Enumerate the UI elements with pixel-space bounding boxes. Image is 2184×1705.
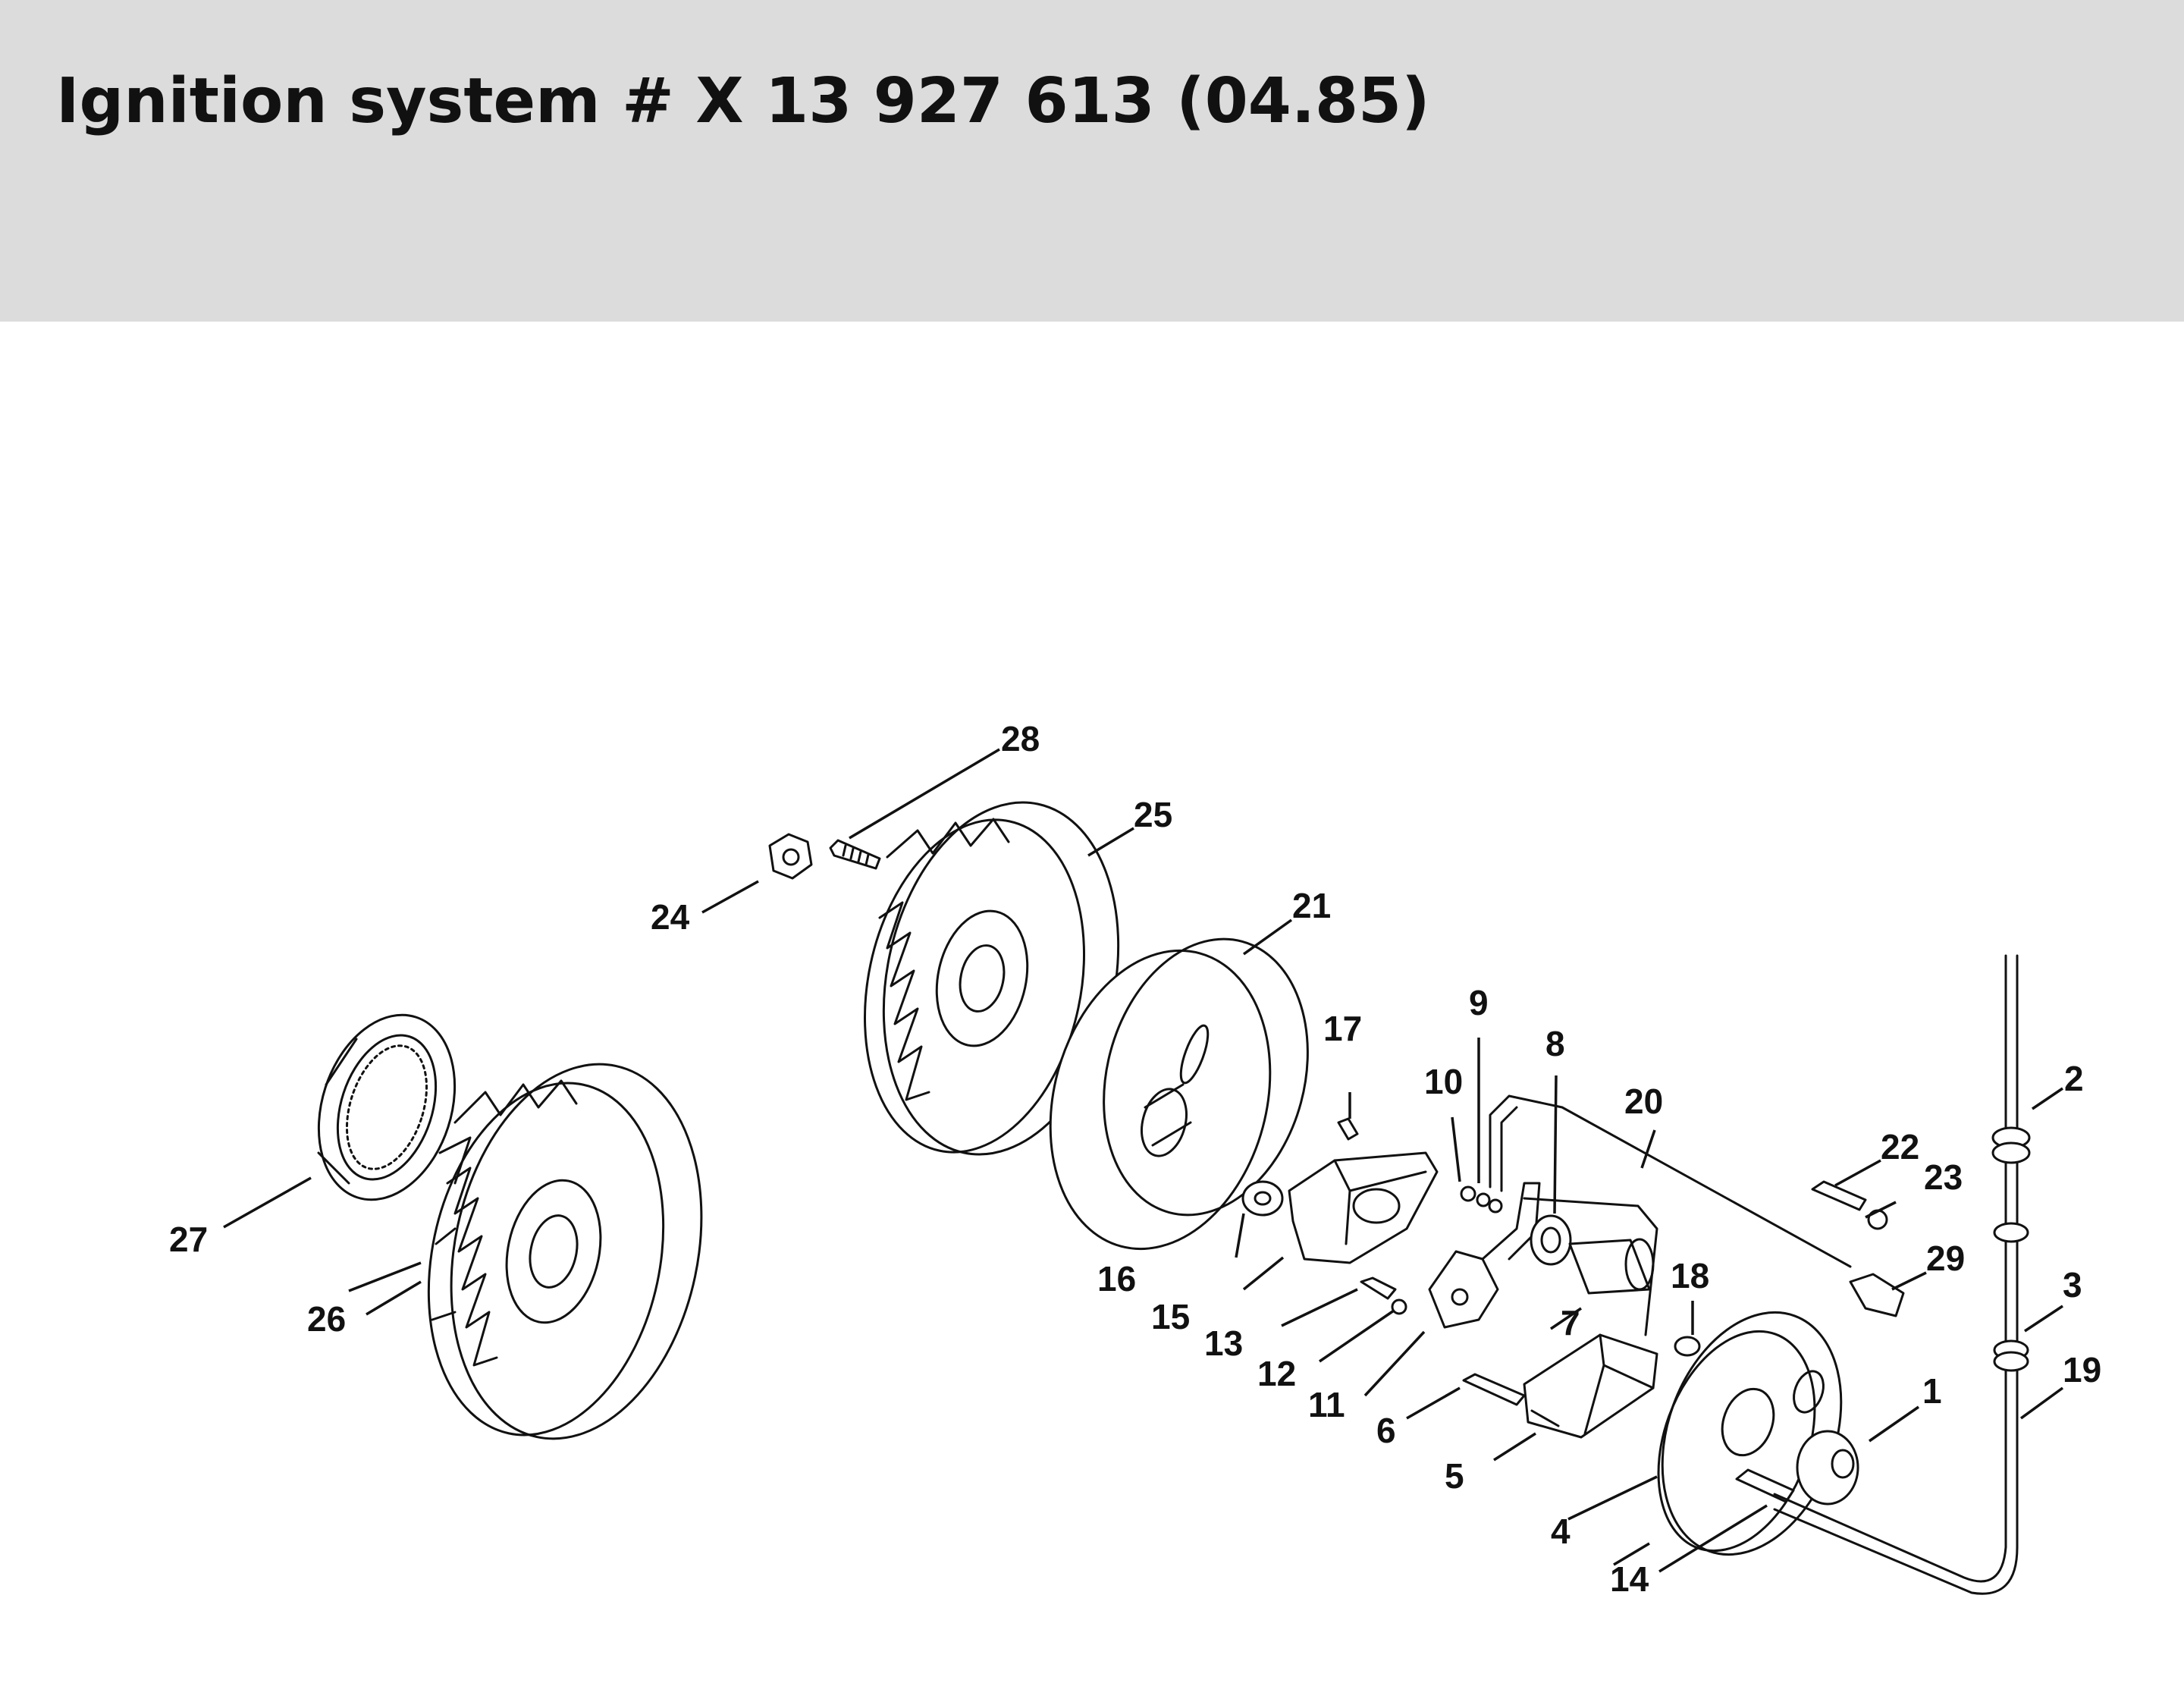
part-15-coil-housing xyxy=(1288,1151,1439,1264)
part-26-flywheel xyxy=(427,1063,703,1440)
part-9-washer xyxy=(1476,1192,1503,1214)
page-title: Ignition system # X 13 927 613 (04.85) xyxy=(56,65,1430,137)
part-10-washer xyxy=(1460,1185,1476,1202)
callout-19: 19 xyxy=(2063,1350,2101,1389)
part-21-rotor xyxy=(1049,937,1309,1251)
callout-7: 7 xyxy=(1561,1303,1580,1342)
callout-20: 20 xyxy=(1624,1082,1663,1121)
callout-12: 12 xyxy=(1257,1354,1296,1393)
part-18-spacer xyxy=(1674,1336,1701,1357)
callouts: 28 25 24 21 17 9 10 8 20 2 22 23 29 3 19… xyxy=(169,719,2101,1599)
part-28-stud xyxy=(829,839,881,870)
part-22-screw xyxy=(1811,1180,1867,1211)
part-7-condenser xyxy=(1523,1197,1658,1336)
part-24-nut xyxy=(768,833,813,880)
part-6-screw xyxy=(1462,1373,1526,1406)
callout-15: 15 xyxy=(1151,1297,1190,1336)
callout-21: 21 xyxy=(1292,886,1331,925)
callout-8: 8 xyxy=(1545,1024,1565,1063)
callout-11: 11 xyxy=(1308,1385,1345,1424)
callout-26: 26 xyxy=(307,1299,346,1339)
part-3-grommet xyxy=(1993,1222,2029,1372)
callout-3: 3 xyxy=(2063,1265,2082,1305)
part-19-cable xyxy=(1773,954,2019,1595)
callout-10: 10 xyxy=(1424,1062,1463,1101)
callout-23: 23 xyxy=(1924,1157,1963,1197)
callout-2: 2 xyxy=(2064,1059,2084,1098)
callout-4: 4 xyxy=(1551,1512,1571,1551)
part-17-screw xyxy=(1337,1117,1359,1141)
callout-13: 13 xyxy=(1204,1323,1243,1363)
part-16-washer xyxy=(1241,1180,1284,1217)
callout-17: 17 xyxy=(1323,1009,1362,1048)
callout-6: 6 xyxy=(1376,1411,1396,1450)
callout-5: 5 xyxy=(1445,1456,1464,1496)
leader-lines xyxy=(223,748,2064,1573)
title-banner: Ignition system # X 13 927 613 (04.85) xyxy=(0,0,2184,322)
callout-28: 28 xyxy=(1001,719,1040,758)
callout-9: 9 xyxy=(1469,983,1489,1022)
part-12-washer xyxy=(1391,1298,1407,1315)
part-13-screw xyxy=(1360,1276,1397,1300)
part-2-grommet xyxy=(1991,1126,2031,1164)
callout-22: 22 xyxy=(1881,1127,1919,1166)
callout-27: 27 xyxy=(169,1220,208,1259)
callout-1: 1 xyxy=(1922,1371,1942,1411)
part-8-clamp xyxy=(1530,1214,1572,1266)
callout-29: 29 xyxy=(1926,1239,1965,1278)
part-5-coil xyxy=(1523,1333,1658,1439)
callout-16: 16 xyxy=(1097,1259,1136,1298)
part-27-bearing-ring xyxy=(317,1013,457,1201)
callout-24: 24 xyxy=(651,897,690,937)
callout-14: 14 xyxy=(1610,1559,1649,1599)
callout-18: 18 xyxy=(1671,1256,1709,1295)
part-14-connector xyxy=(1735,1468,1795,1503)
callout-25: 25 xyxy=(1134,795,1172,834)
part-29-terminal xyxy=(1849,1273,1905,1317)
part-20-wire-lead xyxy=(1489,1094,1852,1268)
part-1-cam xyxy=(1796,1430,1859,1506)
